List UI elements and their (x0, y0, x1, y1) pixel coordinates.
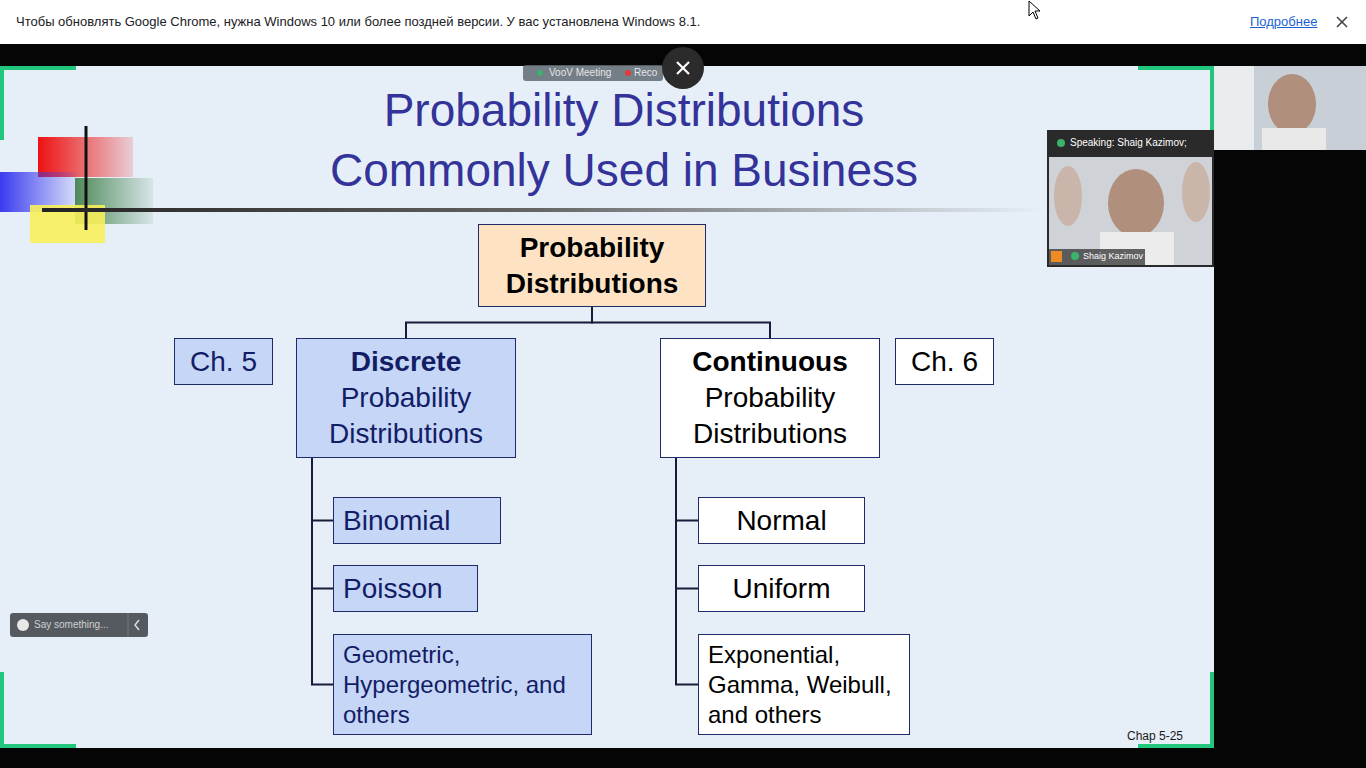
slide-background (0, 66, 1214, 748)
chat-input (10, 613, 148, 637)
user-icon (1051, 251, 1062, 262)
speaker-panel (1047, 130, 1214, 267)
chapter-box: Ch. 6 (895, 338, 994, 385)
distribution-box: Uniform (698, 565, 865, 612)
tree-connector (312, 458, 333, 685)
record-dot (625, 70, 631, 76)
box-text: Probability Distributions (670, 380, 870, 452)
participant-name: Shaig Kazimov (1083, 251, 1143, 261)
browser-link: Подробнее (1250, 14, 1317, 29)
category-box: ContinuousProbability Distributions (660, 338, 880, 458)
overlay-close-icon (677, 62, 689, 74)
distribution-box: Exponential, Gamma, Weibull, and others (698, 634, 910, 735)
browser-notice: Чтобы обновлять Google Chrome, нужна Win… (16, 14, 700, 29)
chapter-box: Ch. 5 (174, 338, 273, 385)
box-heading: Geometric, Hypergeometric, and others (343, 640, 582, 730)
status-dot (537, 70, 543, 76)
close-stroke (1337, 17, 1347, 27)
video-shirt (1262, 128, 1326, 150)
box-heading: Ch. 5 (184, 345, 263, 379)
distribution-box: Binomial (333, 497, 501, 544)
video-thumbnail (1214, 66, 1366, 150)
chat-placeholder: Say something... (34, 619, 108, 630)
screen-background (0, 44, 1366, 768)
root-box: Probability Distributions (478, 224, 706, 307)
box-heading: Normal (708, 504, 855, 538)
speaker-video (1049, 157, 1212, 265)
speaker-face (1108, 169, 1164, 237)
meeting-toolbar (523, 65, 663, 81)
box-heading: Exponential, Gamma, Weibull, and others (708, 640, 900, 730)
corner-mark (2, 68, 76, 140)
corner-mark (2, 672, 76, 746)
name-tag (1049, 249, 1145, 265)
slide-title: Probability Distributions Commonly Used … (274, 80, 974, 200)
distribution-box: Geometric, Hypergeometric, and others (333, 634, 592, 735)
box-heading: Binomial (343, 504, 491, 538)
box-heading: Uniform (708, 572, 855, 606)
box-heading: Discrete (306, 344, 506, 380)
tree-connector (676, 458, 698, 589)
distribution-box: Normal (698, 497, 865, 544)
emoji-icon (17, 619, 29, 631)
mouse-cursor (1029, 1, 1040, 19)
close-stroke (1337, 17, 1347, 27)
speaker-hand (1182, 162, 1210, 222)
banner-close-icon (1337, 17, 1347, 27)
slide-number: Chap 5-25 (1127, 729, 1183, 743)
decor-line (42, 208, 1042, 212)
box-heading: Probability Distributions (488, 230, 696, 302)
distribution-box: Poisson (333, 565, 478, 612)
mic-icon (1057, 139, 1065, 147)
collapse-icon (135, 620, 139, 630)
overlay-close-button (662, 47, 704, 89)
decor-line (85, 126, 88, 230)
tree-connector (676, 458, 698, 521)
meeting-app-name: VooV Meeting (549, 67, 611, 78)
category-box: DiscreteProbability Distributions (296, 338, 516, 458)
close-stroke (677, 62, 689, 74)
speaker-hand (1054, 166, 1082, 226)
close-stroke (677, 62, 689, 74)
tree-connector (592, 307, 770, 338)
box-heading: Ch. 6 (905, 345, 984, 379)
box-heading: Continuous (670, 344, 870, 380)
tree-connector (406, 307, 592, 338)
chat-divider (128, 613, 129, 637)
video-face (1268, 74, 1316, 134)
video-thumbnail-light (1214, 66, 1254, 150)
browser-banner (0, 0, 1366, 44)
tree-connector (312, 458, 333, 589)
mic-icon (1071, 252, 1079, 260)
box-text: Probability Distributions (306, 380, 506, 452)
corner-mark (1138, 68, 1212, 140)
tree-connector (312, 458, 333, 521)
recording-status: Reco (634, 67, 657, 78)
slide-corner-marks (2, 68, 1212, 746)
tree-connector (676, 458, 698, 685)
speaker-indicator: Speaking: Shaig Kazimov; (1070, 137, 1187, 148)
box-heading: Poisson (343, 572, 468, 606)
